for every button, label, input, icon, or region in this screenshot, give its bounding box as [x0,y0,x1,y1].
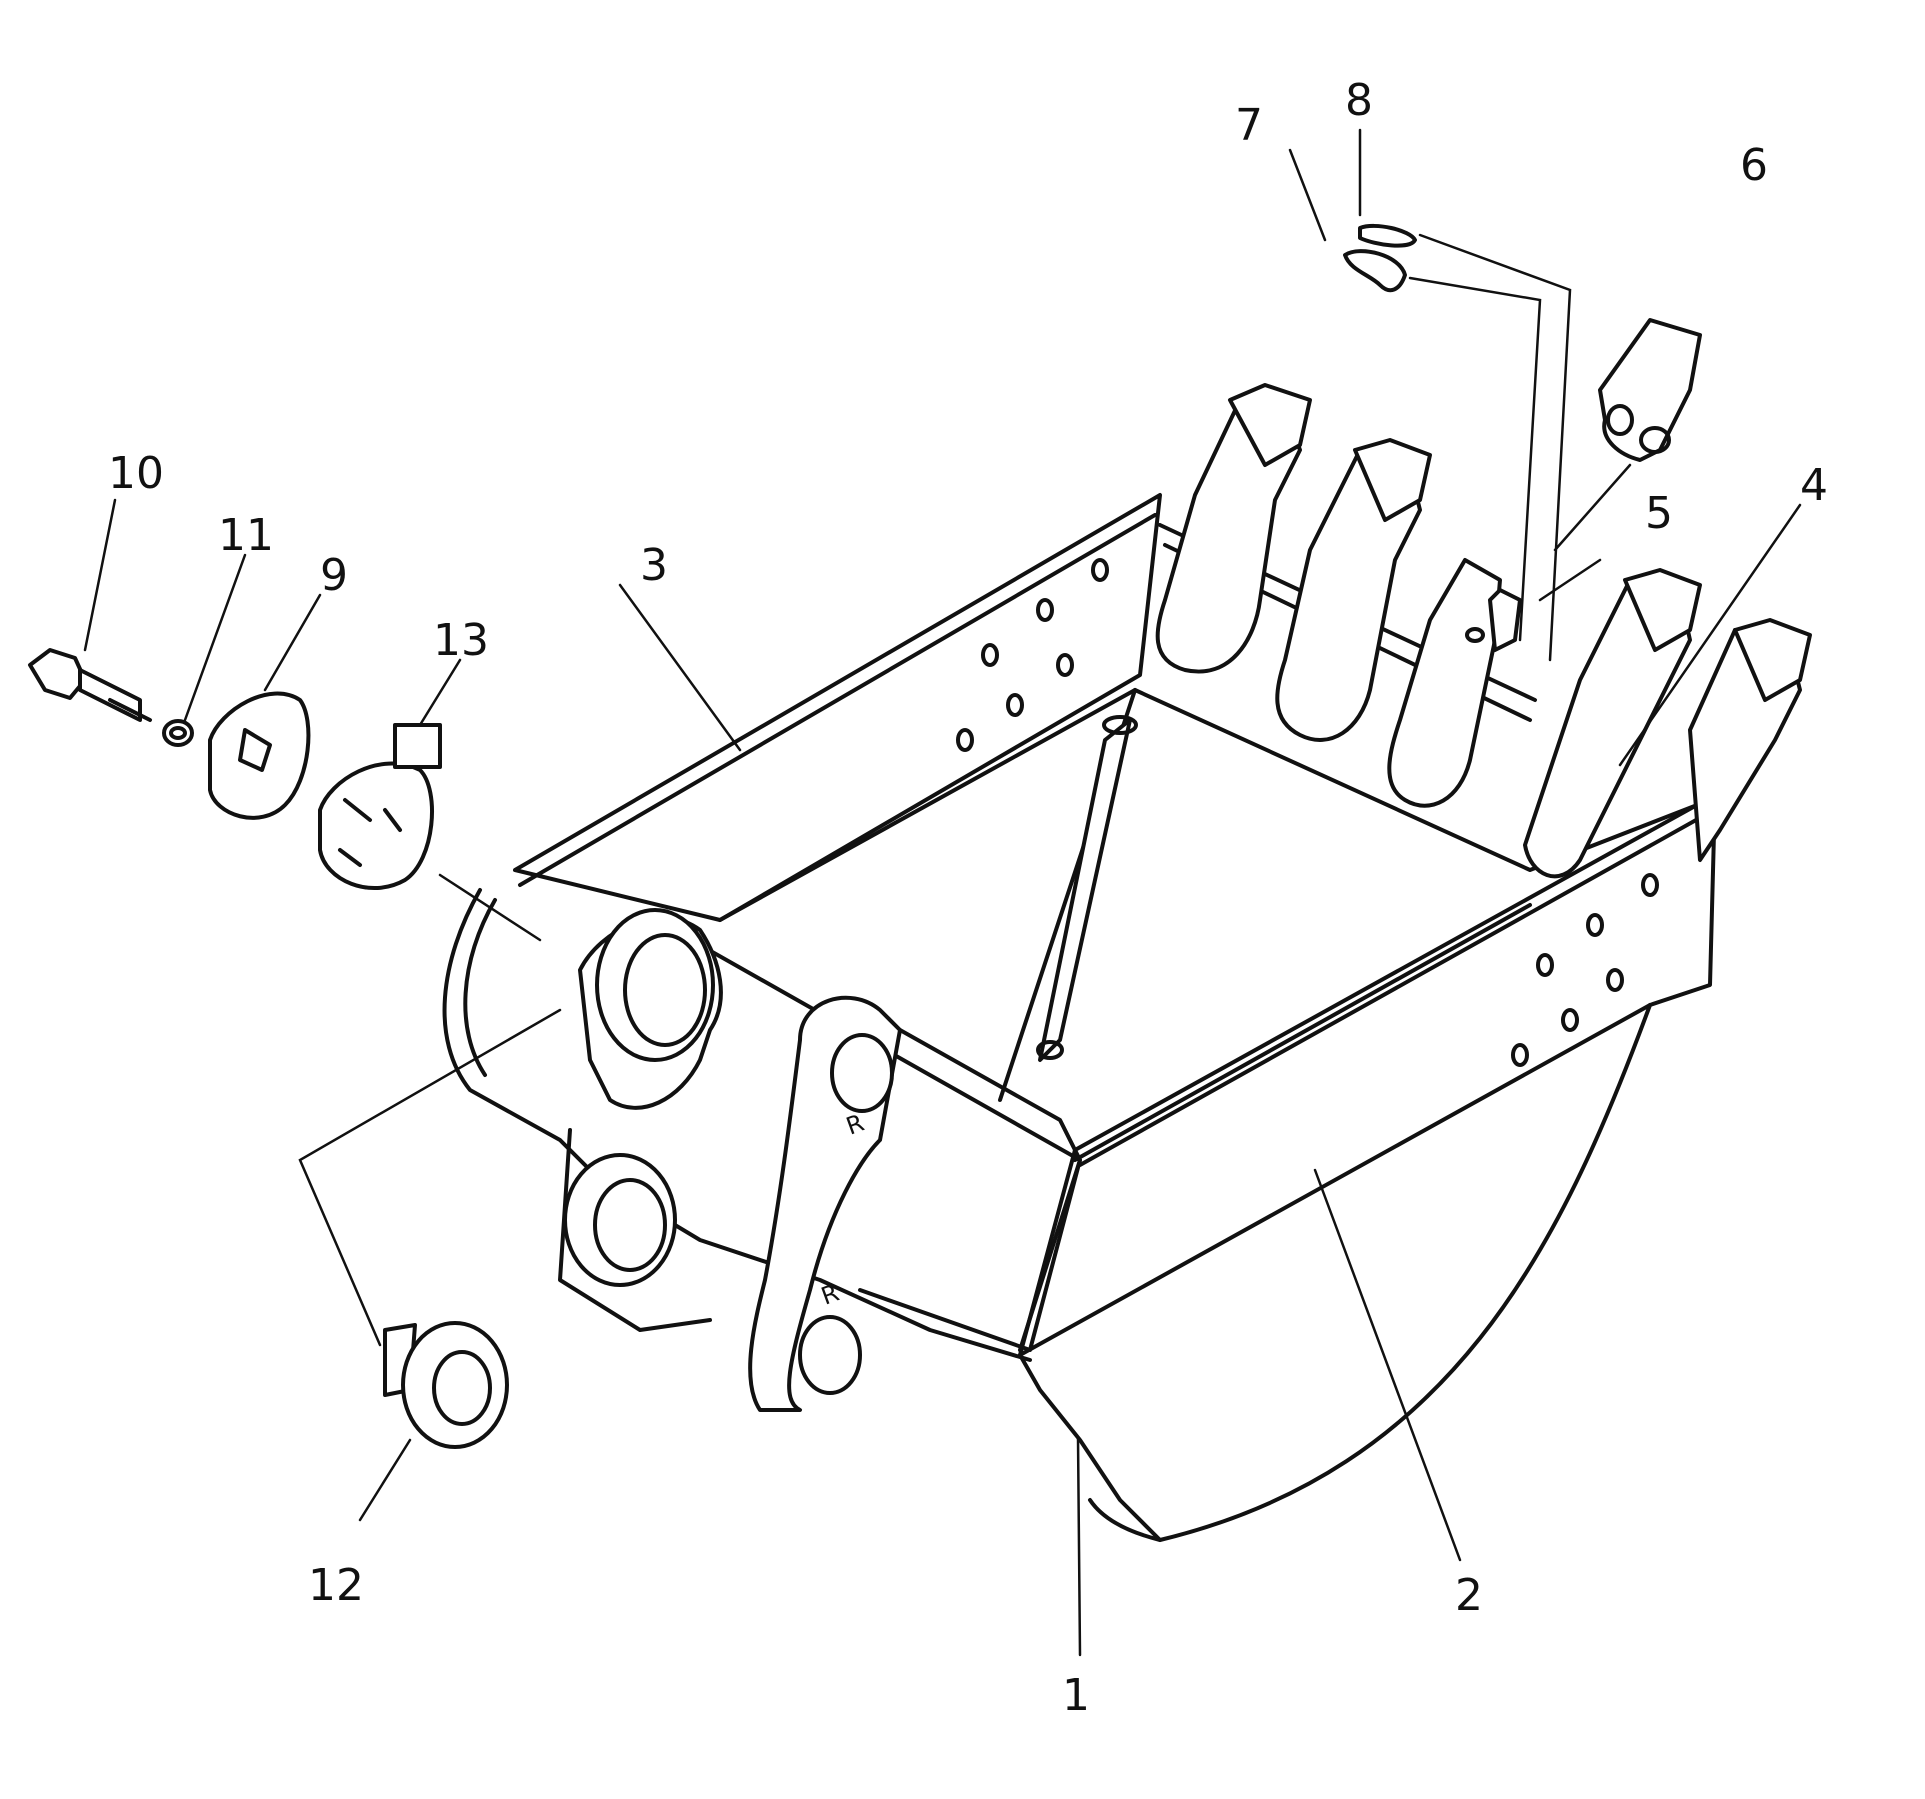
callout-4: 4 [1800,460,1828,511]
right-side-plate [1018,793,1717,1357]
callout-13: 13 [433,615,489,666]
center-rib [1038,718,1132,1062]
svg-text:R: R [817,1279,842,1311]
shim-icon [318,723,442,891]
callout-6: 6 [1740,140,1768,191]
mount-holes [956,558,1659,1067]
callout-10: 10 [108,448,164,499]
leader-lines [83,128,1802,1657]
callout-8: 8 [1345,75,1373,126]
left-side-plate [513,493,1162,922]
callout-9: 9 [320,550,348,601]
tooth-tip-icon [1598,318,1702,462]
hinge-brackets: R R [558,908,1082,1412]
bucket-tooth-icon [1155,383,1812,879]
bucket-body-icon [442,493,1717,1542]
pin-icon [1465,588,1522,652]
washer-icon [162,719,194,747]
callout-1: 1 [1062,1670,1090,1721]
callout-7: 7 [1235,100,1263,151]
callout-11: 11 [218,510,274,561]
plate-icon [208,691,311,820]
bucket-shell-curve [1088,1003,1652,1542]
callout-12: 12 [308,1560,364,1611]
lock-pin-icon [1358,223,1417,248]
lock-icon [1343,249,1407,293]
bolt-icon [28,648,152,722]
callout-2: 2 [1455,1570,1483,1621]
callouts: 1 2 3 4 5 6 7 8 9 10 11 12 13 [108,75,1828,1721]
bushing-icon [383,1321,509,1449]
callout-3: 3 [640,540,668,591]
callout-5: 5 [1645,488,1673,539]
